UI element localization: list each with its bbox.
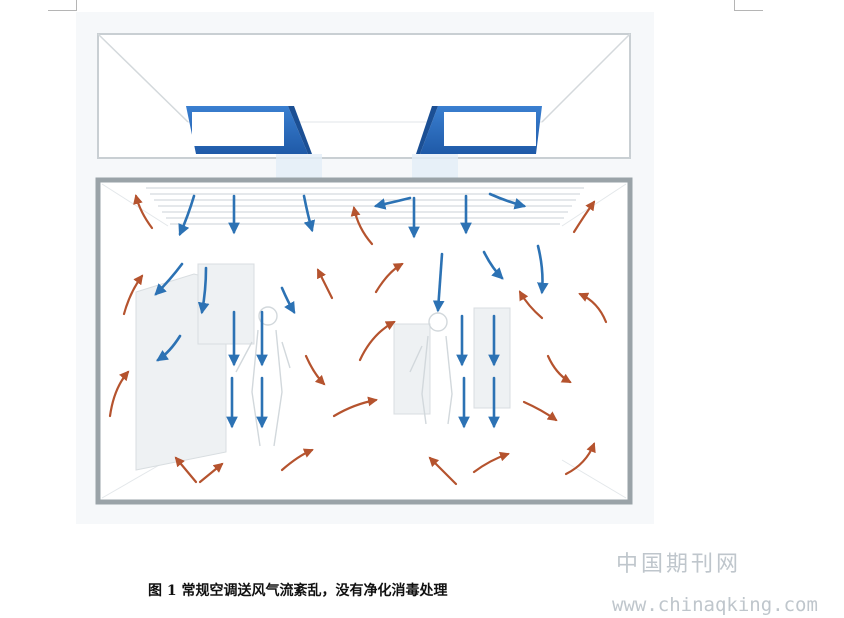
duct-glow-left (276, 154, 322, 180)
turbulent-arrow (316, 268, 334, 300)
supply-airflow-arrows (154, 192, 549, 429)
supply-arrow (156, 334, 182, 362)
ceiling-void (97, 33, 631, 159)
turbulent-airflow-arrows (108, 194, 608, 486)
person-figures (235, 306, 453, 447)
crop-mark-top-left (48, 0, 77, 11)
supply-arrow (178, 194, 196, 237)
duct-glow-right (412, 154, 458, 180)
room-airflow-svg (95, 33, 633, 505)
airflow-illustration (76, 12, 654, 524)
crop-mark-top-right (734, 0, 763, 11)
turbulent-arrow (564, 442, 596, 476)
turbulent-arrow (304, 354, 326, 386)
supply-arrow (154, 262, 184, 296)
supply-arrow (280, 286, 296, 315)
turbulent-arrow (108, 370, 130, 418)
supply-arrow (302, 194, 316, 233)
ac-unit-left (186, 106, 312, 154)
turbulent-arrow (174, 456, 198, 484)
figure-caption: 图 1 常规空调送风气流紊乱，没有净化消毒处理 (148, 583, 448, 599)
turbulent-arrow (122, 274, 144, 316)
watermark-site-name: 中国期刊网 (616, 552, 742, 577)
turbulent-arrow (198, 462, 224, 484)
turbulent-arrow (332, 396, 378, 418)
turbulent-arrow (546, 354, 572, 384)
turbulent-arrow (472, 451, 510, 474)
turbulent-arrow (358, 320, 396, 362)
turbulent-arrow (133, 194, 154, 230)
turbulent-arrow (518, 290, 544, 320)
turbulent-arrow (522, 400, 558, 422)
watermark-url: www.chinaqking.com (612, 594, 818, 616)
turbulent-arrow (572, 200, 596, 234)
turbulent-arrow (280, 448, 314, 472)
supply-arrow (373, 196, 412, 210)
ac-unit-right (416, 106, 542, 154)
supply-arrow (432, 252, 445, 313)
turbulent-arrow (350, 206, 374, 246)
supply-arrow (482, 250, 504, 280)
turbulent-arrow (374, 262, 404, 294)
supply-arrow (197, 266, 210, 315)
supply-arrow (536, 244, 549, 295)
supply-arrow (488, 192, 527, 210)
turbulent-arrow (428, 456, 458, 486)
turbulent-arrow (578, 292, 608, 324)
